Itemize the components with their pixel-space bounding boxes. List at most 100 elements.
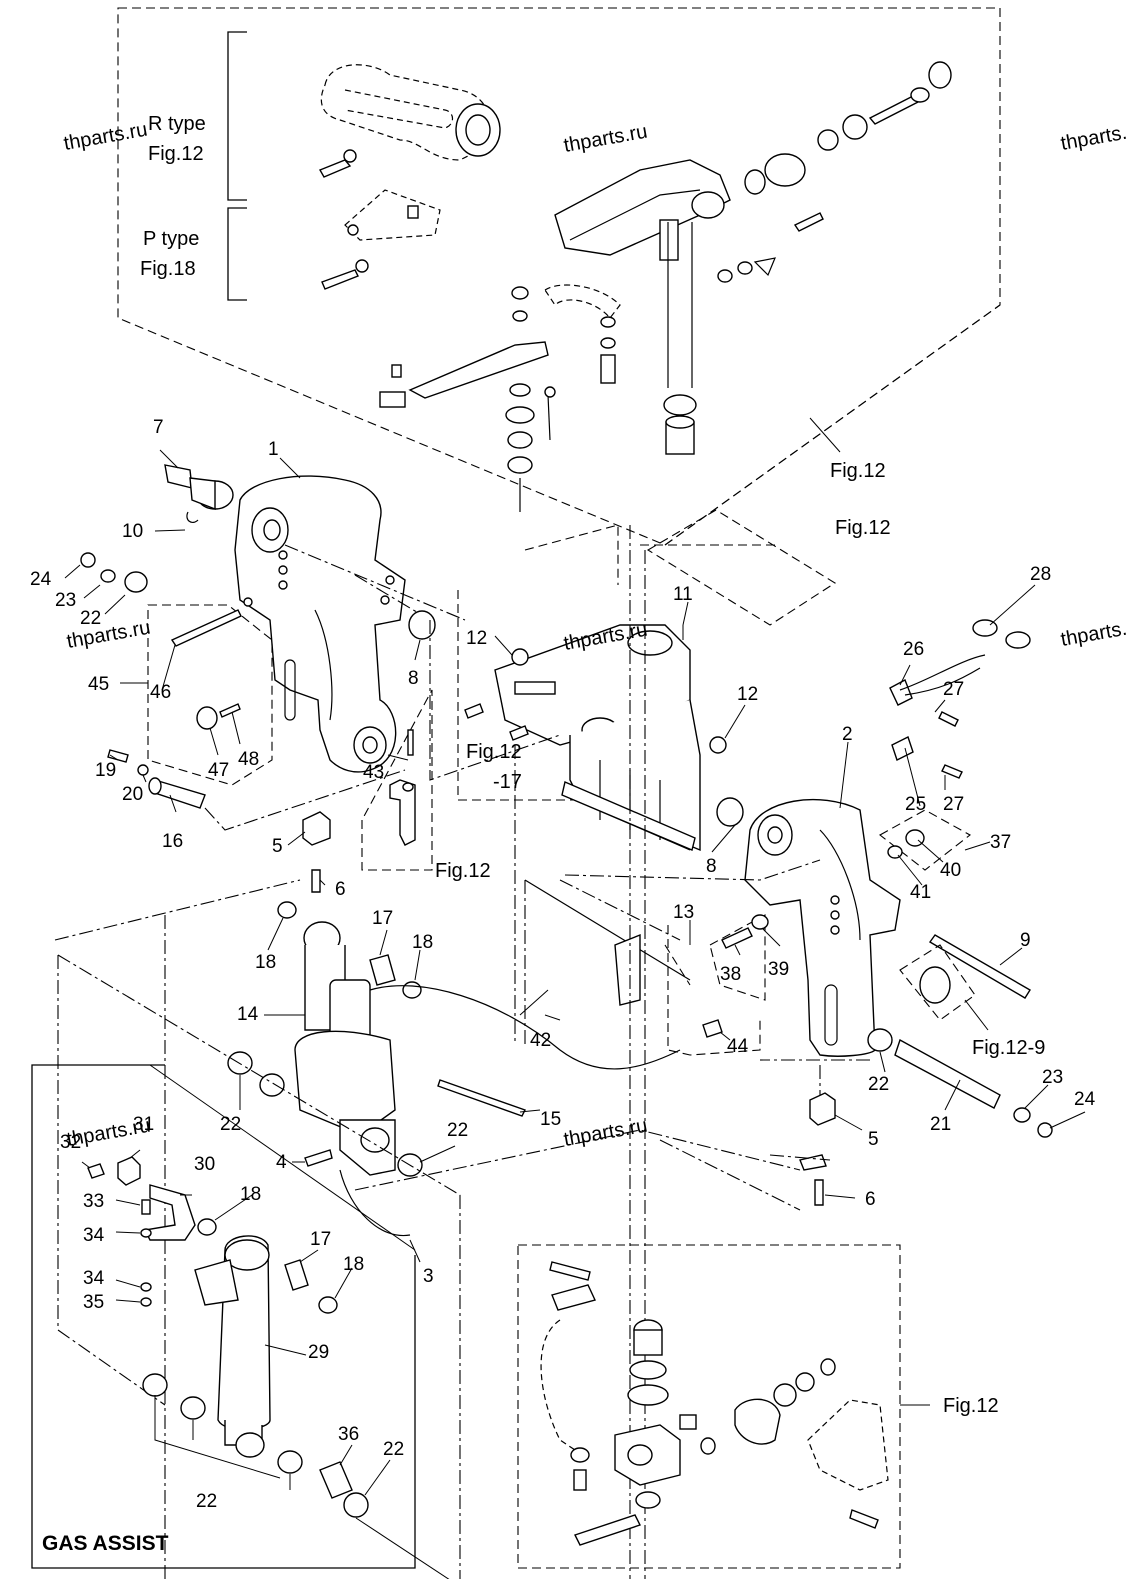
callout-33: 33: [83, 1191, 104, 1212]
wire-terminal-right: [799, 1154, 827, 1171]
callout-17: 17: [372, 908, 393, 929]
callout-3: 3: [423, 1266, 434, 1287]
callout-27: 27: [943, 794, 964, 815]
callout-20: 20: [122, 784, 143, 805]
part-6-bolt-right: [814, 1179, 824, 1206]
callout-25: 25: [905, 794, 926, 815]
part-22-bushing-left: [124, 571, 148, 593]
group-43-frame: [361, 689, 433, 871]
callout-18: 18: [412, 932, 433, 953]
gas-assist-frame: [31, 1064, 416, 1569]
callout-30: 30: [194, 1154, 215, 1175]
part-12-nut-right: [709, 736, 727, 754]
part-7-fitting: [164, 464, 234, 511]
callout-28: 28: [1030, 564, 1051, 585]
part-22-bushing-b: [259, 1073, 285, 1097]
part-18-nut-gas-b: [318, 1296, 338, 1314]
part-23-washer-right: [1013, 1107, 1031, 1123]
fig12-9-nut: [919, 966, 951, 1004]
callout-34: 34: [83, 1268, 105, 1289]
grease-nipple-a: [464, 703, 484, 719]
p-type-fig: Fig.18: [140, 258, 196, 280]
tilt-cylinder: [294, 921, 396, 1176]
steering-arm-assembly: [554, 61, 952, 283]
callout-1: 1: [268, 439, 279, 460]
swivel-bracket: [494, 624, 701, 852]
part-5-block-left: [302, 811, 331, 846]
callout-15: 15: [540, 1109, 561, 1130]
trim-sensor-parts: [889, 619, 1031, 779]
callout-14: 14: [237, 1004, 259, 1025]
leader-lines: [64, 449, 1086, 1496]
callout-23: 23: [55, 590, 76, 611]
top-group-frame: [117, 7, 1001, 546]
part-15-tie: [437, 1079, 526, 1117]
callout-22: 22: [383, 1439, 404, 1460]
callout-16: 16: [162, 831, 183, 852]
callout-5: 5: [868, 1129, 879, 1150]
part-22-bushing-right: [867, 1028, 893, 1052]
callout-17: 17: [310, 1229, 331, 1250]
hose-line: [369, 985, 681, 1070]
callout-6: 6: [865, 1189, 876, 1210]
r-type-label: R type: [148, 113, 206, 135]
callout-22: 22: [447, 1120, 468, 1141]
part-22-bushing-a: [227, 1051, 253, 1075]
part-43-pin: [407, 729, 414, 756]
part-20-washer: [137, 764, 149, 776]
callout-27: 27: [943, 679, 964, 700]
callout-34: 34: [83, 1225, 105, 1246]
callout-21: 21: [930, 1114, 951, 1135]
callout-29: 29: [308, 1342, 329, 1363]
left-clamp-bracket: [234, 475, 406, 773]
gas-assist-label: GAS ASSIST: [42, 1532, 169, 1555]
part-8-bushing-right: [716, 797, 744, 827]
callout-18: 18: [240, 1184, 261, 1205]
ring-terminal: [547, 394, 551, 441]
callout-18: 18: [343, 1254, 364, 1275]
part-13-rod: [524, 879, 691, 981]
callout-18: 18: [255, 952, 276, 973]
part-46-bolt: [170, 609, 242, 647]
steering-stack-left: [379, 286, 549, 512]
part-38-bolt: [721, 927, 753, 949]
part-13-bracket: [614, 933, 641, 1006]
callout-48: 48: [238, 749, 259, 770]
callout-47: 47: [208, 760, 229, 781]
part-48-bolt: [219, 703, 241, 718]
part-47-knob: [196, 706, 218, 730]
r-type-bracket: [227, 31, 247, 201]
watermark: thparts.ru: [62, 119, 149, 155]
callout-13: 13: [673, 902, 694, 923]
group-42-frame: [667, 925, 761, 1056]
callout-12: 12: [737, 684, 758, 705]
gas-cylinder: [194, 1235, 271, 1458]
watermark: thparts.ru: [1059, 119, 1126, 155]
part-39-washer: [751, 914, 769, 930]
callout-38: 38: [720, 964, 741, 985]
fig12-upper-lead: [664, 304, 1001, 546]
part-22-gas-d: [343, 1492, 369, 1518]
callout-26: 26: [903, 639, 924, 660]
part-41-washer: [887, 845, 903, 859]
callout-44: 44: [727, 1036, 749, 1057]
watermark: thparts.ru: [65, 617, 152, 653]
callout-7: 7: [153, 417, 164, 438]
callout-10: 10: [122, 521, 143, 542]
part-21-pin: [894, 1038, 1001, 1109]
part-18-nut-top: [402, 981, 422, 999]
bottom-group-frame: [517, 1244, 901, 1569]
callout-41: 41: [910, 882, 931, 903]
part-24-ring-right: [1037, 1122, 1053, 1138]
group-37-frame: [879, 809, 971, 871]
p-type-label: P type: [143, 228, 199, 250]
bottom-fig12-parts: [540, 1261, 889, 1546]
part-5-block-right: [809, 1092, 836, 1126]
callout-6: 6: [335, 879, 346, 900]
part-34-washer-b: [140, 1282, 152, 1292]
callout-39: 39: [768, 959, 789, 980]
callout-22: 22: [80, 608, 101, 629]
callout-22: 22: [868, 1074, 889, 1095]
callout-19: 19: [95, 760, 116, 781]
